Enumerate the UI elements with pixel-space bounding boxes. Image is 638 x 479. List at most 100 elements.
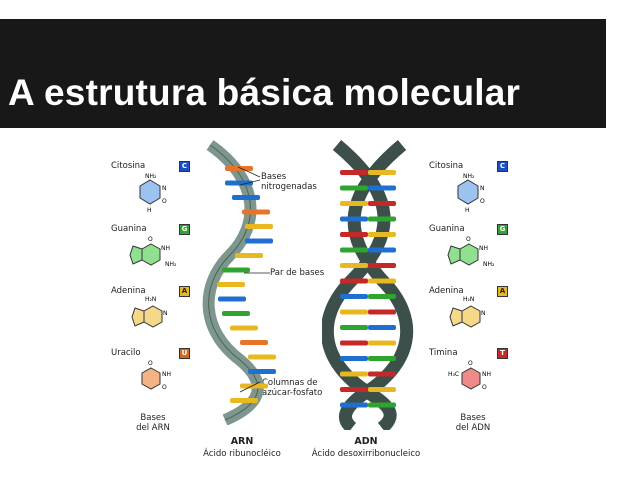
rna-base-rung	[245, 238, 273, 244]
dna-base-rung	[340, 263, 368, 268]
svg-text:N: N	[163, 310, 168, 317]
right-badge-a: A	[497, 286, 508, 297]
rna-base-rung	[225, 166, 253, 171]
svg-text:O: O	[480, 198, 485, 205]
right-badge-c: C	[497, 161, 508, 172]
svg-text:H₂N: H₂N	[463, 296, 474, 303]
dna-helix	[322, 140, 414, 430]
rna-base-rung	[248, 369, 276, 374]
dna-base-rung	[368, 185, 396, 191]
svg-text:NH: NH	[482, 371, 491, 378]
annotation-bases-nitrogenadas: Bases nitrogenadas	[261, 172, 317, 192]
left-footer-bases-arn: Bases del ARN	[136, 413, 170, 433]
dna-base-rung	[340, 232, 368, 237]
dna-base-rung	[340, 356, 368, 361]
svg-text:O: O	[466, 236, 471, 243]
svg-text:N: N	[481, 310, 486, 317]
dna-base-rung	[340, 325, 368, 330]
adenine-structure-right: H₂N N	[449, 296, 486, 328]
cytosine-structure-left: NH₂ N O H	[139, 173, 167, 214]
svg-text:NH₂: NH₂	[165, 261, 177, 268]
pointer-line-bases-2	[239, 179, 261, 186]
rna-base-rung	[240, 383, 268, 389]
rna-base-rung	[232, 195, 260, 200]
right-badge-g: G	[497, 224, 508, 235]
right-base-name-timina: Timina	[429, 348, 458, 358]
left-badge-c: C	[179, 161, 190, 172]
svg-text:NH₂: NH₂	[483, 261, 495, 268]
left-badge-a: A	[179, 286, 190, 297]
pointer-line-columnas-left	[239, 381, 261, 393]
dna-base-rung	[340, 201, 368, 206]
dna-base-rung	[340, 309, 368, 315]
right-footer-bases-adn: Bases del ADN	[455, 413, 491, 433]
svg-text:H₂N: H₂N	[145, 296, 156, 303]
dna-title: ADN	[354, 436, 378, 447]
left-base-name-uracilo: Uracilo	[111, 348, 141, 358]
rna-base-rung	[235, 253, 263, 258]
svg-text:N: N	[162, 185, 167, 192]
left-base-name-guanina: Guanina	[111, 224, 147, 234]
rna-base-rung	[245, 224, 273, 229]
dna-base-rung	[368, 387, 396, 392]
svg-text:O: O	[482, 384, 487, 391]
dna-base-rung	[368, 340, 396, 346]
rna-base-rung	[230, 325, 258, 331]
pointer-line-bases-1	[237, 166, 261, 178]
rna-base-rung	[218, 296, 246, 302]
dna-subtitle: Ácido desoxirribonucleico	[311, 449, 421, 459]
svg-text:O: O	[162, 198, 167, 205]
dna-base-rung	[340, 387, 368, 392]
svg-text:NH₂: NH₂	[145, 173, 157, 180]
svg-text:H: H	[465, 207, 470, 214]
rna-base-rung	[222, 267, 250, 273]
rna-title: ARN	[230, 436, 254, 447]
dna-base-rung	[340, 371, 368, 377]
dna-base-rung	[340, 185, 368, 191]
thymine-structure-right: O H₃C NH O	[448, 360, 491, 391]
svg-text:NH: NH	[161, 245, 170, 252]
title-bar	[0, 19, 606, 128]
right-base-name-citosina: Citosina	[429, 161, 464, 171]
svg-text:N: N	[480, 185, 485, 192]
svg-text:H: H	[147, 207, 152, 214]
dna-base-rung	[368, 309, 396, 315]
dna-base-rung	[340, 294, 368, 299]
dna-base-rung	[368, 216, 396, 222]
dna-base-rung	[340, 247, 368, 253]
dna-base-rung	[340, 170, 368, 175]
dna-base-rung	[368, 294, 396, 299]
rna-base-rung	[225, 180, 253, 186]
dna-base-rung	[340, 216, 368, 222]
annotation-columnas: Columnas de azúcar-fosfato	[262, 378, 323, 398]
dna-base-rung	[368, 201, 396, 206]
svg-text:NH: NH	[479, 245, 488, 252]
dna-base-rung	[368, 263, 396, 268]
dna-base-rung	[340, 340, 368, 346]
svg-text:O: O	[162, 384, 167, 391]
right-base-name-adenina: Adenina	[429, 286, 464, 296]
right-base-name-guanina: Guanina	[429, 224, 465, 234]
left-base-name-citosina: Citosina	[111, 161, 146, 171]
dna-base-rung	[368, 371, 396, 377]
rna-subtitle: Ácido ribunocléico	[203, 449, 281, 459]
left-badge-u: U	[179, 348, 190, 359]
dna-base-rung	[368, 170, 396, 175]
dna-base-rung	[368, 278, 396, 284]
svg-text:NH: NH	[162, 371, 171, 378]
dna-base-rung	[368, 232, 396, 237]
svg-text:O: O	[468, 360, 473, 367]
rna-helix	[202, 140, 276, 425]
slide-title: A estrutura básica molecular	[8, 72, 521, 113]
rna-base-rung	[230, 398, 258, 403]
left-badge-g: G	[179, 224, 190, 235]
rna-base-rung	[242, 209, 270, 215]
dna-base-rung	[368, 247, 396, 253]
svg-text:O: O	[148, 236, 153, 243]
left-base-name-adenina: Adenina	[111, 286, 146, 296]
uracil-structure-left: O NH O	[141, 360, 171, 391]
adenine-structure-left: H₂N N	[131, 296, 168, 328]
svg-text:NH₂: NH₂	[463, 173, 475, 180]
dna-base-rung	[368, 356, 396, 361]
dna-base-rung	[340, 402, 368, 408]
